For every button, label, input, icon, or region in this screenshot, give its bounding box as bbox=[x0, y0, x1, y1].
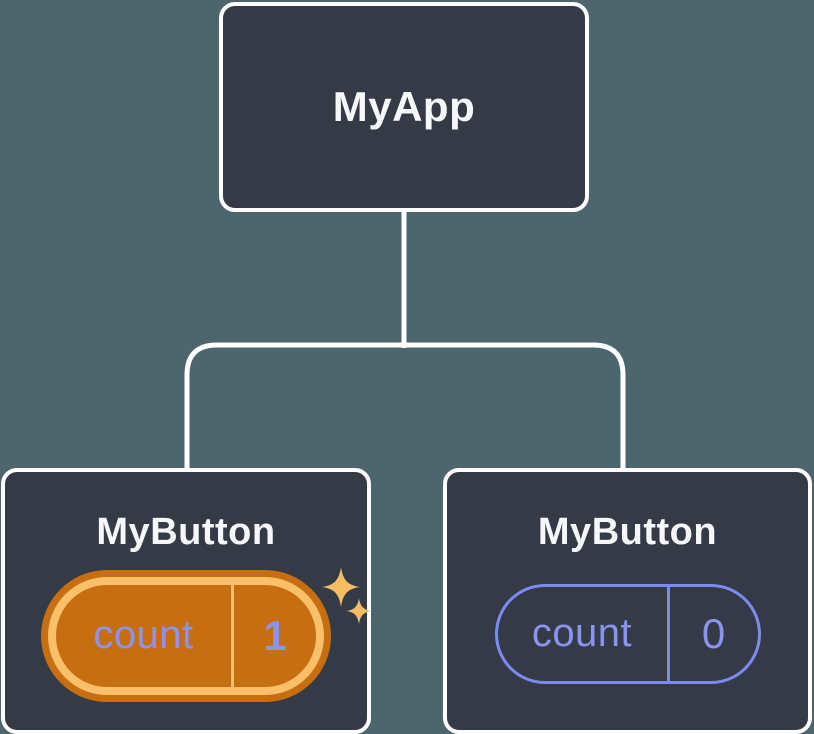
state-key-label: count bbox=[93, 613, 194, 658]
state-pill-highlighted: count 1 bbox=[41, 569, 331, 702]
state-pill: count 0 bbox=[494, 583, 761, 684]
state-value: 1 bbox=[231, 584, 316, 687]
node-myapp: MyApp bbox=[219, 2, 589, 212]
state-value: 0 bbox=[666, 586, 758, 681]
sparkle-icon bbox=[322, 567, 371, 624]
node-title: MyButton bbox=[96, 511, 276, 553]
state-pill-inner: count 1 bbox=[48, 576, 324, 695]
node-title: MyButton bbox=[537, 511, 718, 553]
sparkle-large bbox=[322, 567, 360, 607]
node-mybutton-plain: MyButton count 0 bbox=[443, 468, 812, 734]
connector-branch bbox=[184, 342, 626, 472]
node-title: MyApp bbox=[332, 82, 476, 130]
node-mybutton-highlighted: MyButton count 1 bbox=[1, 468, 371, 734]
state-key-label: count bbox=[531, 611, 633, 656]
sparkle-small bbox=[347, 598, 371, 624]
